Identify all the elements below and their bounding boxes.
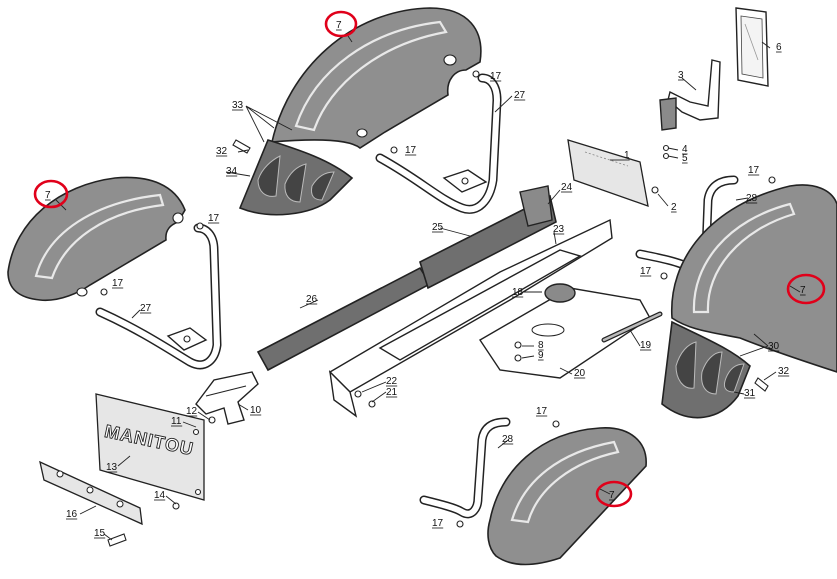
- callout-label-3: 3: [678, 70, 684, 81]
- callout-label-26: 26: [306, 294, 318, 305]
- callout-label-32: 32: [778, 366, 790, 377]
- callout-label-14: 14: [154, 490, 166, 501]
- callout-label-27: 27: [140, 303, 152, 314]
- bolts-center: [354, 390, 376, 408]
- callout-label-31: 31: [744, 388, 756, 399]
- callout-label-20: 20: [574, 368, 586, 379]
- callout-label-6: 6: [776, 42, 782, 53]
- callout-label-32: 32: [216, 146, 228, 157]
- callout-label-9: 9: [538, 350, 544, 361]
- highlight-circle: [324, 10, 358, 38]
- mounting-rail: [39, 460, 180, 547]
- callout-label-17: 17: [112, 278, 124, 289]
- callout-label-21: 21: [386, 387, 398, 398]
- callout-label-27: 27: [514, 90, 526, 101]
- callout-labels: 7777171717171717171727273332323463451224…: [45, 20, 806, 539]
- callout-label-17: 17: [405, 145, 417, 156]
- callout-label-28: 28: [746, 193, 758, 204]
- callout-label-7: 7: [336, 20, 342, 31]
- rear-fender-skirt-right: [661, 320, 769, 419]
- callout-label-17: 17: [748, 165, 760, 176]
- callout-label-30: 30: [768, 341, 780, 352]
- callout-label-13: 13: [106, 462, 118, 473]
- callout-label-19: 19: [640, 340, 652, 351]
- callout-label-25: 25: [432, 222, 444, 233]
- callout-label-7: 7: [45, 190, 51, 201]
- callout-label-17: 17: [490, 71, 502, 82]
- side-panel-upper: [419, 185, 557, 290]
- callout-label-12: 12: [186, 406, 198, 417]
- callout-label-23: 23: [553, 224, 565, 235]
- rod: [601, 311, 663, 343]
- callout-label-4: 4: [682, 144, 688, 155]
- callout-label-17: 17: [432, 518, 444, 529]
- callout-label-22: 22: [386, 376, 398, 387]
- callout-label-2: 2: [671, 202, 677, 213]
- leader-lines: [55, 35, 801, 541]
- callout-label-1: 1: [624, 150, 630, 161]
- highlight-circle: [33, 179, 69, 209]
- callout-label-16: 16: [66, 509, 78, 520]
- callout-label-24: 24: [561, 182, 573, 193]
- mirror-assembly: [659, 7, 769, 160]
- highlight-circles: [33, 10, 826, 508]
- callout-label-18: 18: [512, 287, 524, 298]
- callout-label-5: 5: [682, 153, 688, 164]
- callout-label-34: 34: [226, 166, 238, 177]
- callout-label-7: 7: [609, 490, 615, 501]
- front-fender-bottom: [487, 427, 647, 566]
- callout-label-17: 17: [208, 213, 220, 224]
- fender-support-bar-top: [375, 73, 502, 214]
- fender-support-bar-bottom: [419, 417, 560, 528]
- highlight-circle: [595, 480, 633, 508]
- callout-label-15: 15: [94, 528, 106, 539]
- fender-support-bar-left: [95, 222, 222, 370]
- callout-label-33: 33: [232, 100, 244, 111]
- callout-label-28: 28: [502, 434, 514, 445]
- bolts-top: [232, 70, 480, 154]
- highlight-circle: [786, 273, 826, 305]
- cover-plate: [567, 139, 659, 207]
- rear-fender-top: [270, 7, 482, 149]
- callout-label-11: 11: [171, 416, 182, 427]
- callout-label-8: 8: [538, 340, 544, 351]
- callout-label-10: 10: [250, 405, 262, 416]
- callout-label-7: 7: [800, 285, 806, 296]
- callout-label-17: 17: [640, 266, 652, 277]
- manitou-plate: MANITOU: [95, 393, 205, 501]
- callout-label-17: 17: [536, 406, 548, 417]
- tow-bracket: [195, 371, 259, 431]
- rear-fender-skirt-top: [238, 139, 354, 216]
